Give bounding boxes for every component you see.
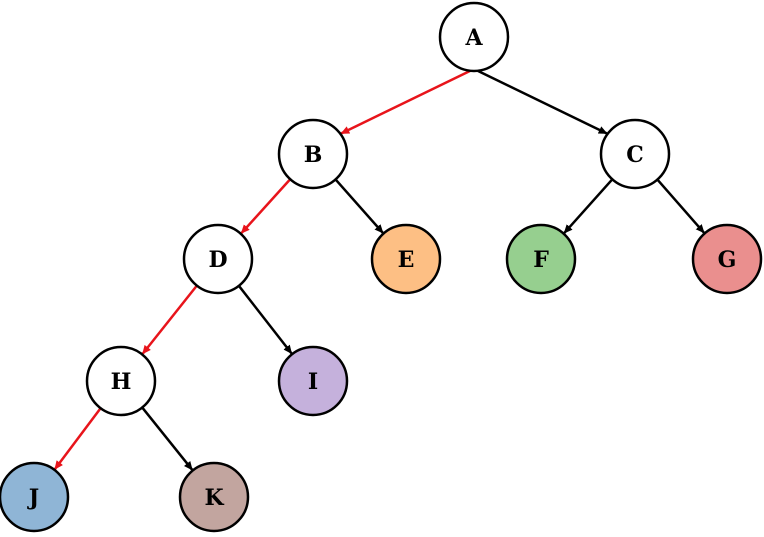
edge-h-k	[138, 403, 194, 471]
node-k: K	[178, 461, 250, 533]
edge-h-j-highlighted	[54, 404, 104, 470]
node-circle-g	[691, 223, 763, 295]
edge-a-c	[473, 67, 608, 135]
edge-c-f	[563, 175, 616, 234]
node-label-k: K	[204, 485, 224, 511]
node-circle-j	[0, 461, 70, 533]
node-label-f: F	[533, 247, 549, 273]
node-d: D	[182, 223, 254, 295]
node-label-e: E	[398, 247, 415, 273]
node-circle-i	[277, 345, 349, 417]
node-g: G	[691, 223, 763, 295]
node-circle-c	[599, 118, 671, 190]
node-i: I	[277, 345, 349, 417]
node-label-b: B	[304, 142, 323, 168]
edge-d-h-highlighted	[141, 281, 201, 355]
node-circle-e	[370, 223, 442, 295]
node-circle-h	[85, 345, 157, 417]
node-label-c: C	[626, 142, 644, 168]
node-circle-k	[178, 461, 250, 533]
edge-b-d-highlighted	[240, 175, 294, 234]
node-c: C	[599, 118, 671, 190]
node-j: J	[0, 461, 70, 533]
node-label-i: I	[308, 369, 318, 395]
node-f: F	[505, 223, 577, 295]
node-label-d: D	[208, 247, 227, 273]
node-h: H	[85, 345, 157, 417]
edge-d-i	[235, 281, 293, 355]
node-circle-b	[277, 118, 349, 190]
edges-layer	[54, 67, 705, 471]
edge-c-g	[653, 175, 705, 234]
node-circle-a	[438, 1, 510, 73]
node-a: A	[438, 1, 510, 73]
node-b: B	[277, 118, 349, 190]
node-label-a: A	[464, 25, 483, 51]
node-e: E	[370, 223, 442, 295]
node-circle-d	[182, 223, 254, 295]
node-label-h: H	[111, 369, 132, 395]
edge-a-b-highlighted	[340, 67, 475, 135]
node-label-j: J	[27, 485, 39, 511]
node-circle-f	[505, 223, 577, 295]
node-label-g: G	[718, 247, 737, 273]
edge-b-e	[331, 175, 384, 234]
